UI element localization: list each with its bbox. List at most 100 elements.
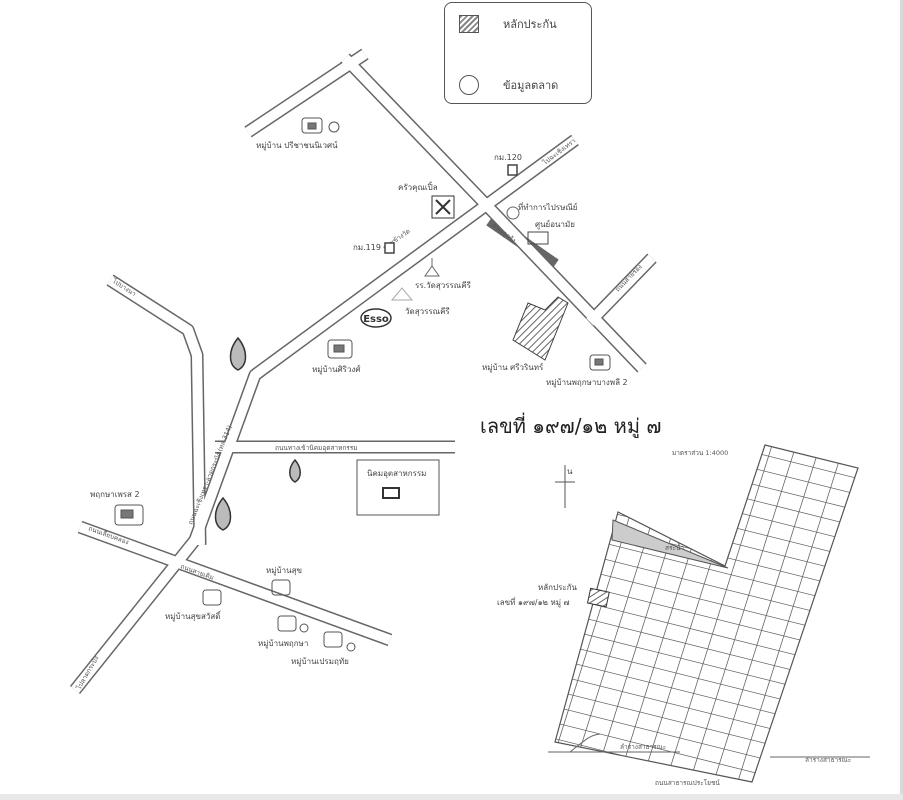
plot-title: เลขที่ ๑๙๗/๑๒ หมู่ ๗ [480,412,661,439]
plot-boundary-line [756,445,858,782]
restaurant-label: ครัวคุณเปิ้ล [398,181,438,192]
roads [69,48,657,695]
temple-icon [390,287,414,301]
village-icon [327,339,353,359]
health-center-icon [506,206,520,220]
plot-boundary-line [555,612,858,714]
legend-market-data-label: ข้อมูลตลาด [503,79,559,92]
plot-boundary-line [555,580,858,682]
number-2-icon [299,623,309,633]
scan-bottom-edge [0,794,903,800]
plot-boundary-line [555,445,613,782]
gas-station-icon [289,458,301,483]
pruksa2-label: พฤกษาเพรส 2 [90,490,140,499]
canal-left-label: ลำรางสาธารณะ [620,743,666,751]
plot-boundary-line [500,245,900,345]
plot-boundary-line [555,564,858,666]
health-center-label: ที่ทำการไปรษณีย์ [518,201,577,212]
legend-collateral-label: หลักประกัน [503,18,557,31]
plot-boundary-line [732,445,853,782]
plot-boundary-line [684,445,805,782]
scale-label: มาตราส่วน 1:4000 [672,449,728,457]
legend-item-collateral: หลักประกัน [459,15,557,33]
plot-boundary-line [500,277,900,377]
plot-boundary-line [564,445,685,782]
esso-logo: Esso [360,308,392,328]
village-icon [323,631,343,648]
village-pho-label: หมู่บ้านพฤกษา [258,639,308,649]
village-icon [114,504,144,526]
village-sriwan-label: หมู่บ้าน ศรีวรินทร์ [482,362,544,373]
map-legend: หลักประกัน ข้อมูลตลาด [444,2,592,104]
plot-boundary-line [555,660,858,762]
plot-boundary-line [555,445,637,782]
village-icon [271,579,291,596]
bottom-road-label: ถนนสาธารณประโยชน์ [655,779,720,787]
km120-label: กม.120 [494,153,522,162]
plot-boundary-line [660,445,781,782]
temple-label: วัดสุวรรณคีรี [405,307,450,316]
milestone-icon [384,242,395,254]
plot-map: น มาตราส่วน 1:4000 สระน้ำ หลักประกัน เลข… [497,245,900,787]
plot-boundary-line [555,445,858,458]
village-icon [589,354,611,371]
plot-boundary-line [555,644,858,746]
plot-boundary-line [636,445,757,782]
plot-boundary-line [612,445,733,782]
pond-label: สระน้ำ [665,543,684,552]
plot-boundary-line [708,445,829,782]
km119-label: กม.119 [353,243,381,252]
landmarks: หมู่บ้าน ปรีชาชนนิเวศน์ กม.120 ครัวคุณเป… [90,117,628,667]
village-icon [301,117,340,134]
plot-boundary-line [804,445,858,782]
circle-swatch-icon [459,75,479,95]
restaurant-icon [431,195,455,219]
plot-number-label: เลขที่ ๑๙๗/๑๒ หมู่ ๗ [497,596,570,608]
village-sukh-label: หมู่บ้านสุข [266,566,302,576]
village-icon [277,615,297,632]
road-label-chachoengsao: ไปฉะเชิงเทรา [541,137,578,168]
plot-boundary-line [555,628,858,730]
factory-icon [382,487,400,499]
plot-boundary-line [555,445,589,782]
svg-text:น: น [567,467,573,476]
bank-label: ศูนย์อนามัย [535,219,575,230]
legend-item-market-data: ข้อมูลตลาด [459,75,558,95]
plot-boundary-line [555,596,858,698]
svg-text:Esso: Esso [363,314,389,325]
plot-boundary-line [555,445,565,782]
plot-boundary-line [828,445,858,782]
plot-boundary-line [852,445,858,782]
collateral-plot-label: หลักประกัน [538,583,578,592]
school-label: รร.วัดสุวรรณคีรี [415,281,472,290]
hatch-swatch-icon [459,15,479,33]
village-icon [202,589,222,606]
north-arrow: น [555,465,575,508]
collateral-hatched-area [512,296,569,361]
industrial-estate-label: นิคมอุตสาหกรรม [367,469,426,478]
canal-right-label: ลำรางสาธารณะ [805,756,851,764]
village-1-label: หมู่บ้าน ปรีชาชนนิเวศน์ [256,140,338,151]
pond-area [611,519,729,569]
village-3-label: หมู่บ้านเปรมฤทัย [291,657,349,667]
plot-boundary-line [555,445,661,782]
village-siriwong-label: หมู่บ้านศิริวงศ์ [312,364,360,375]
gas-station-icon [229,336,247,371]
number-3-icon [346,642,356,652]
scan-edge [900,0,903,800]
collateral-plot-hatched [586,587,610,608]
school-icon [424,258,440,277]
plot-boundary-line [555,484,858,586]
plot-boundary-line [588,445,709,782]
road-label-industrial: ถนนทางเข้านิคมอุตสาหกรรม [275,444,358,452]
village-2-label: หมู่บ้านพฤกษาบางพลี 2 [546,378,628,388]
plot-boundary-line [555,452,858,554]
village-sukhsawat-label: หมู่บ้านสุขสวัสดิ์ [165,610,222,622]
gas-station-icon [214,496,232,531]
plot-boundary-line [500,325,900,425]
milestone-icon [507,164,518,176]
plot-boundary-line [555,445,858,490]
plot-boundary-line [555,724,793,782]
plot-boundary-line [780,445,858,782]
